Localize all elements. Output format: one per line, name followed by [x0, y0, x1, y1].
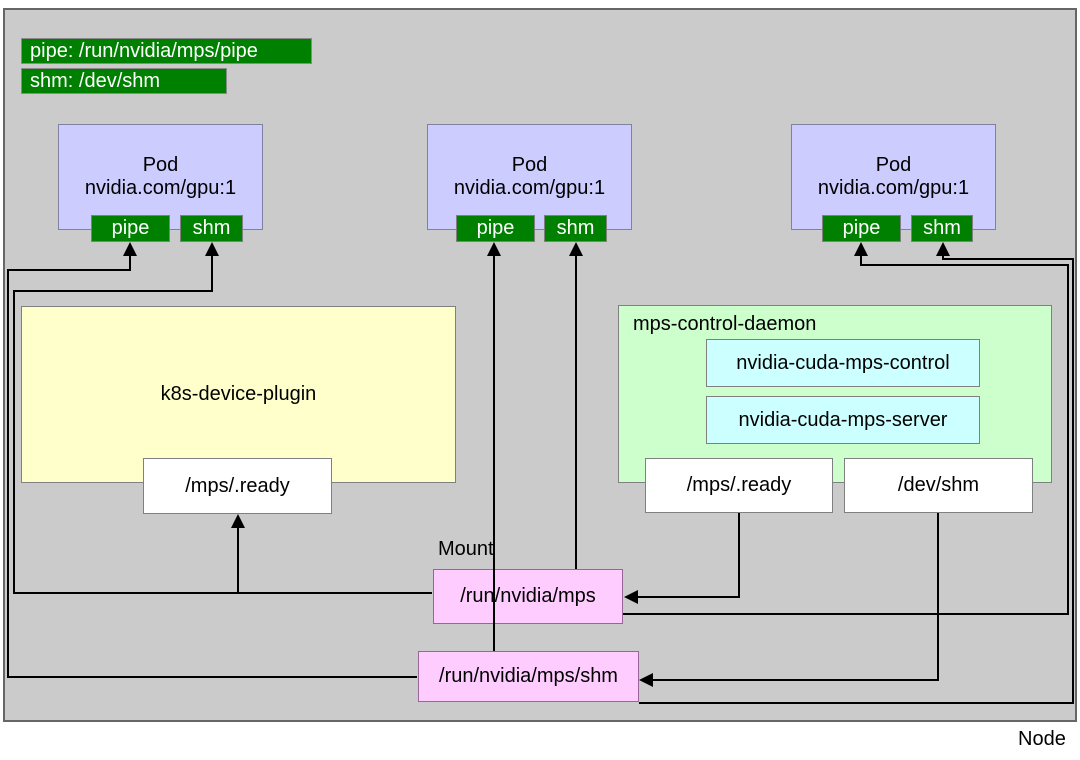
pod-2-pipe-mount-tab: pipe — [456, 215, 535, 242]
node-label: Node — [1018, 728, 1066, 750]
nvidia-cuda-mps-control-box: nvidia-cuda-mps-control — [706, 339, 980, 387]
plugin-ready-file-box: /mps/.ready — [143, 458, 332, 514]
pod-1-pipe-mount-tab: pipe — [91, 215, 170, 242]
pod-3-pipe-mount-tab: pipe — [822, 215, 901, 242]
pod-3: Pod nvidia.com/gpu:1 — [791, 124, 996, 230]
pod-1: Pod nvidia.com/gpu:1 — [58, 124, 263, 230]
dev-shm-box: /dev/shm — [844, 458, 1033, 513]
pod-3-title: Pod — [875, 154, 912, 176]
pod-1-resource: nvidia.com/gpu:1 — [84, 177, 237, 199]
legend-pipe-path: pipe: /run/nvidia/mps/pipe — [21, 38, 312, 64]
pod-1-shm-mount-tab: shm — [180, 215, 243, 242]
pod-3-shm-mount-tab: shm — [911, 215, 973, 242]
run-nvidia-mps-shm-box: /run/nvidia/mps/shm — [418, 651, 639, 702]
pod-2-title: Pod — [511, 154, 548, 176]
mps-control-daemon-box: mps-control-daemon — [618, 305, 1052, 483]
mount-label: Mount — [438, 538, 494, 560]
pod-2-resource: nvidia.com/gpu:1 — [453, 177, 606, 199]
k8s-device-plugin-box: k8s-device-plugin — [21, 306, 456, 483]
pod-1-title: Pod — [142, 154, 179, 176]
pod-3-resource: nvidia.com/gpu:1 — [817, 177, 970, 199]
run-nvidia-mps-box: /run/nvidia/mps — [433, 569, 623, 624]
legend-shm-path: shm: /dev/shm — [21, 68, 227, 94]
k8s-device-plugin-label: k8s-device-plugin — [160, 383, 317, 405]
pod-2: Pod nvidia.com/gpu:1 — [427, 124, 632, 230]
daemon-ready-file-box: /mps/.ready — [645, 458, 833, 513]
pod-2-shm-mount-tab: shm — [544, 215, 607, 242]
mps-control-daemon-label: mps-control-daemon — [633, 313, 817, 335]
nvidia-cuda-mps-server-box: nvidia-cuda-mps-server — [706, 396, 980, 444]
